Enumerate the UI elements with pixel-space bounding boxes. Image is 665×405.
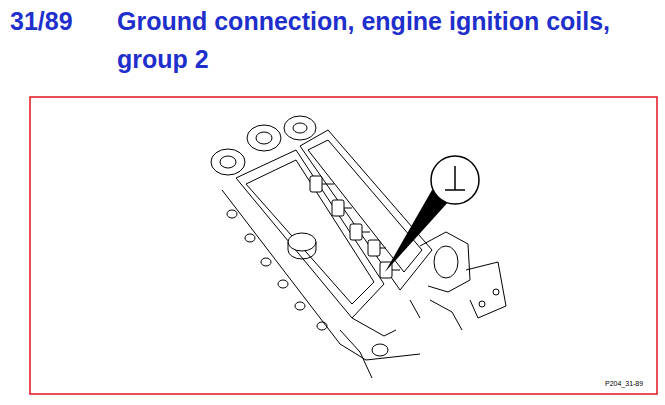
ground-callout: [385, 156, 479, 272]
drawing-code: P204_31-89: [604, 379, 644, 388]
frame-border: [30, 97, 657, 394]
figure-number: 31/89: [10, 2, 73, 40]
engine-drawing: [211, 116, 506, 378]
figure-title: Ground connection, engine ignition coils…: [117, 2, 647, 78]
